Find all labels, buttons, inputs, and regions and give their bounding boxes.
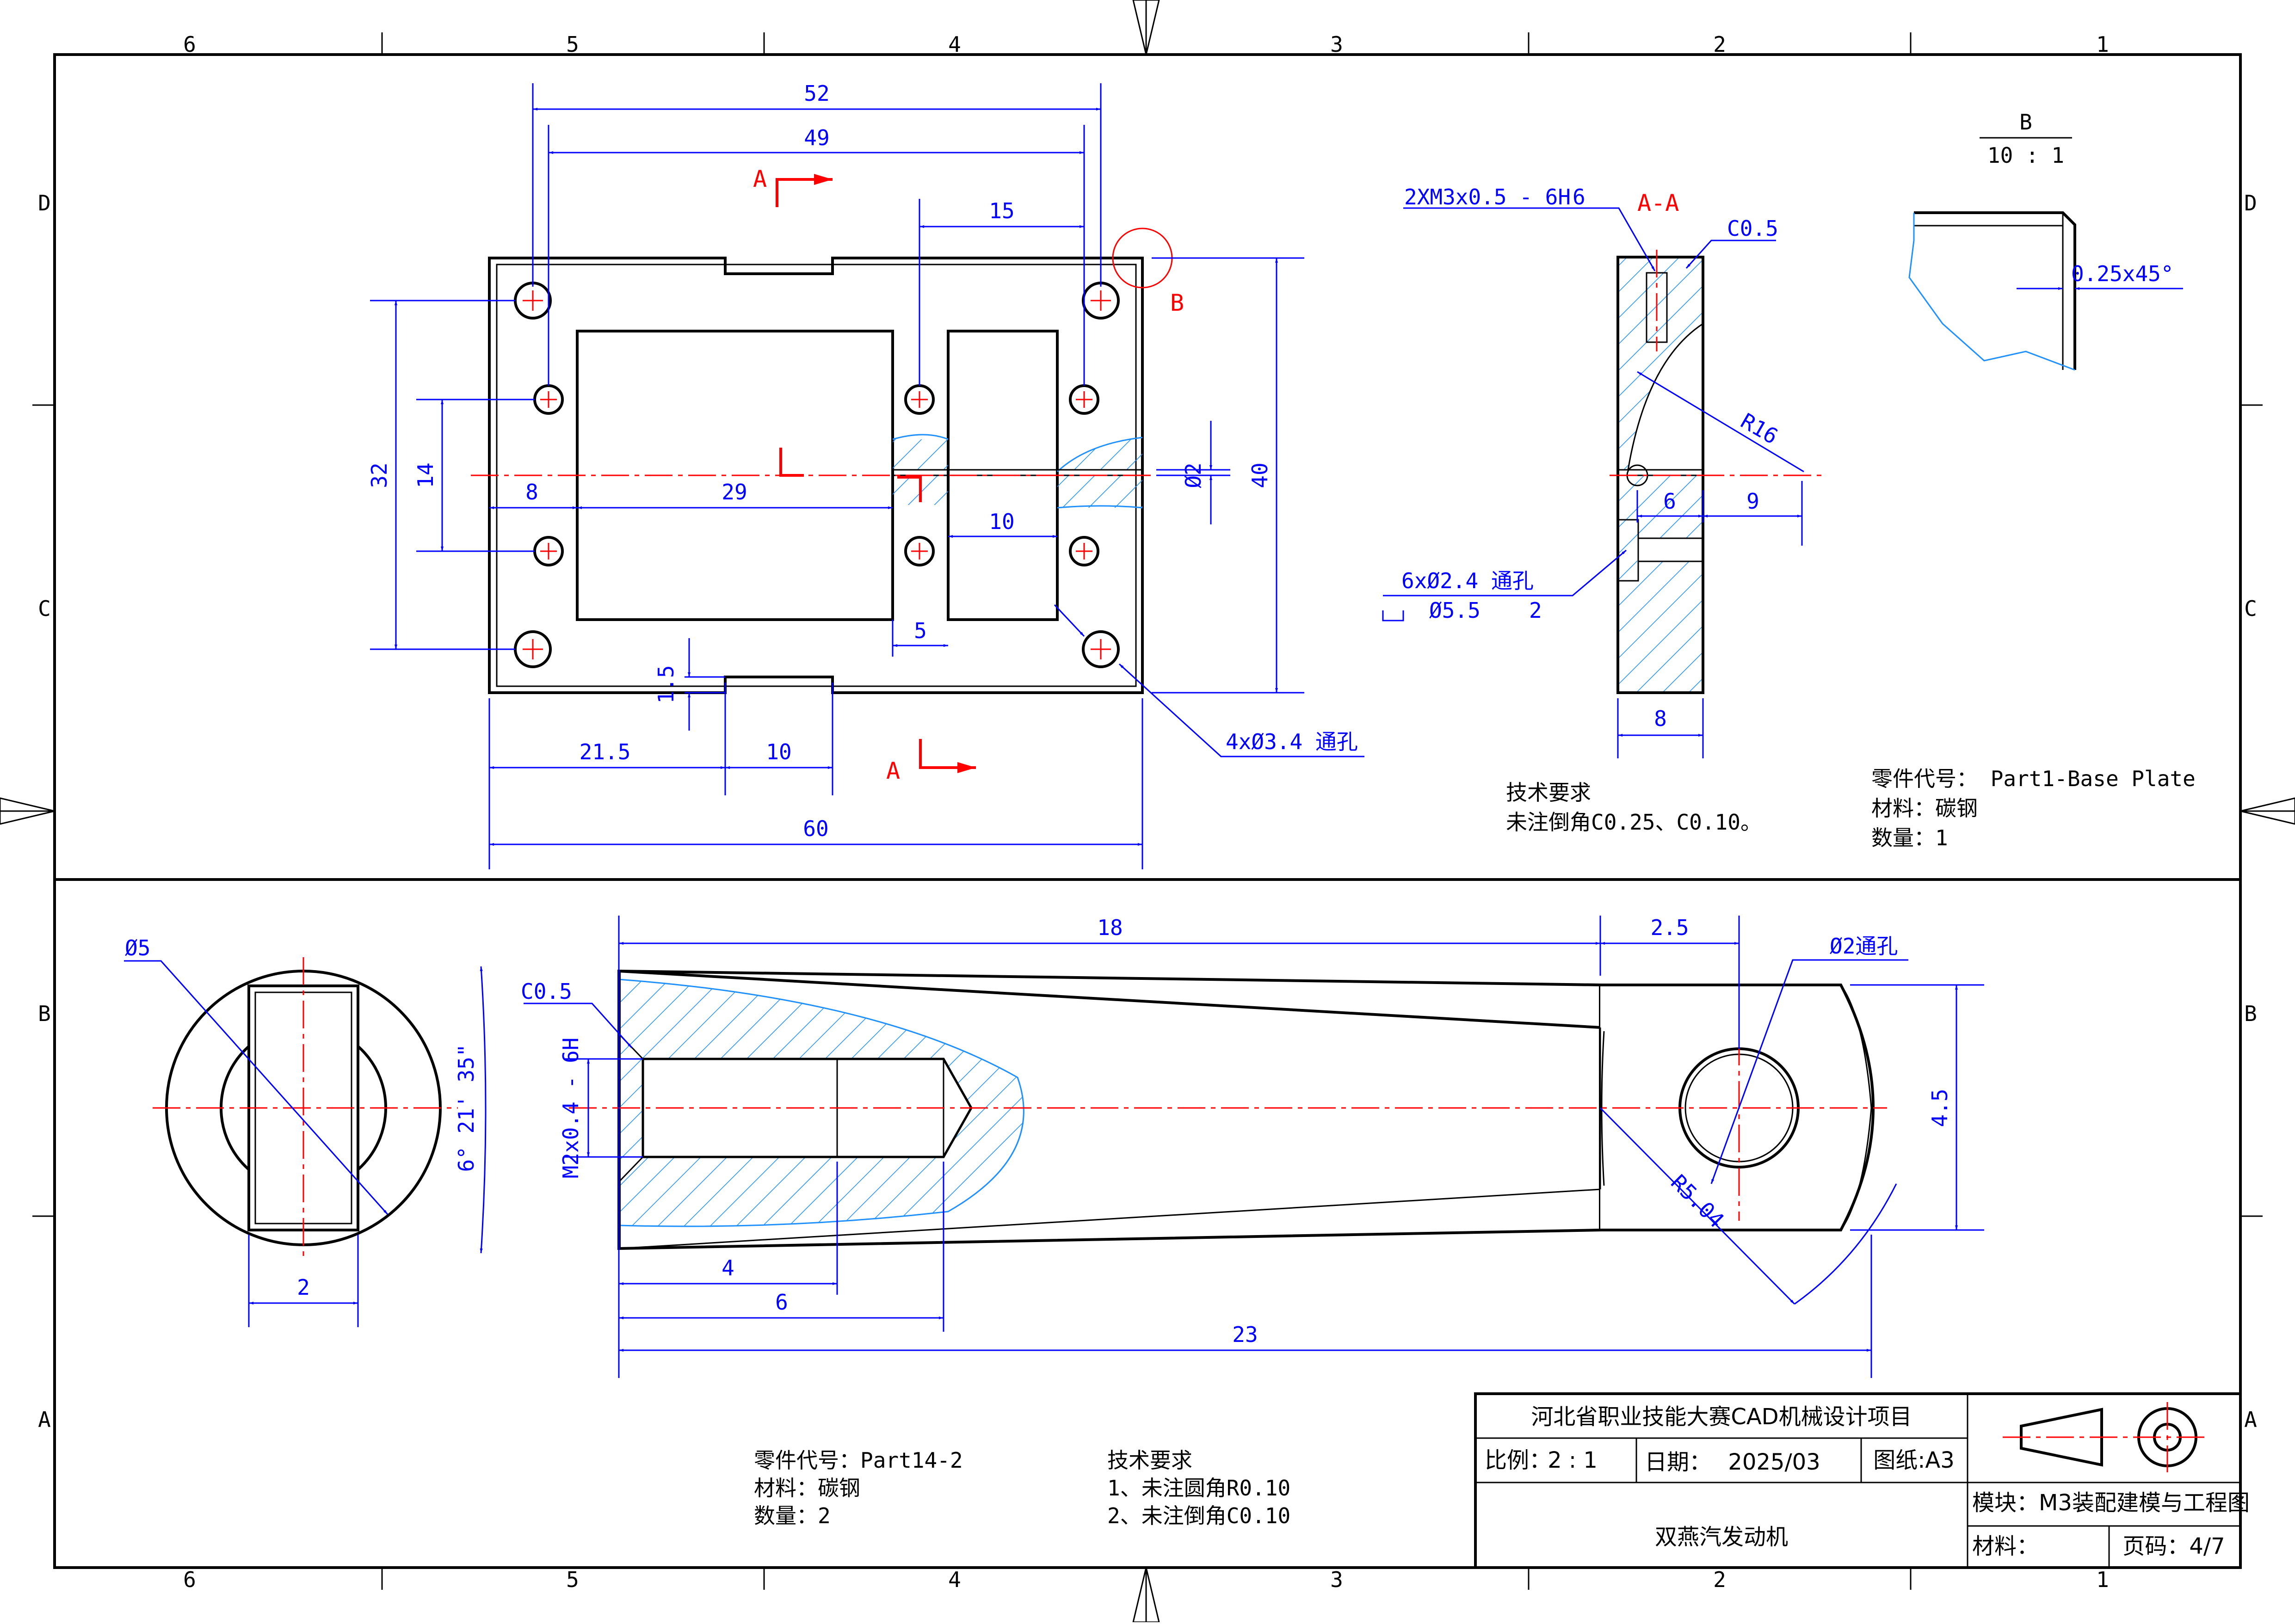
tech-line2-bottom: 2、未注倒角C0.10 xyxy=(1107,1503,1290,1528)
section-mark-a-top: A xyxy=(753,166,767,192)
callout-holes: 4xØ3.4 通孔 xyxy=(1226,729,1358,754)
dim-thread-m2: M2x0.4 - 6H xyxy=(558,1038,583,1179)
zone-col: 2 xyxy=(1713,1567,1726,1592)
detail-scale: 10 : 1 xyxy=(1987,143,2064,168)
dim-6: 6 xyxy=(1663,489,1676,514)
dim-4: 4 xyxy=(722,1255,734,1280)
zone-col: 3 xyxy=(1330,32,1343,57)
thread-callout: 2XM3x0.5 - 6H xyxy=(1404,185,1571,209)
part-code-bottom: 零件代号：Part14-2 xyxy=(754,1448,963,1473)
material-bottom: 材料：碳钢 xyxy=(754,1476,860,1501)
zone-col: 6 xyxy=(183,1567,196,1592)
link-end-view: Ø5 2 xyxy=(124,935,458,1327)
dim-5: 5 xyxy=(914,618,927,643)
detail-title: B xyxy=(2019,110,2032,135)
zone-row: C xyxy=(2244,596,2257,621)
tb-drawing-name: 双燕汽发动机 xyxy=(1655,1524,1788,1550)
section-title: A-A xyxy=(1637,190,1679,216)
tb-page: 页码：4/7 xyxy=(2122,1533,2225,1559)
dim-6-depth: 6 xyxy=(775,1290,788,1315)
zone-row: A xyxy=(38,1407,51,1432)
dim-49: 49 xyxy=(804,125,829,150)
tb-scale-label: 比例： xyxy=(1485,1447,1551,1473)
chamfer-c05: C0.5 xyxy=(1727,216,1778,241)
radius-r16: R16 xyxy=(1737,408,1783,449)
dim-2-5: 2.5 xyxy=(1650,915,1689,940)
thread-depth: 6 xyxy=(1573,185,1586,209)
zone-col: 1 xyxy=(2096,1567,2109,1592)
zone-col: 4 xyxy=(948,32,961,57)
material-top: 材料：碳钢 xyxy=(1871,796,1978,821)
section-mark-a-bottom: A xyxy=(886,757,900,784)
tech-line-top: 未注倒角C0.25、C0.10。 xyxy=(1506,810,1762,835)
tb-material: 材料： xyxy=(1972,1533,2039,1559)
part-code-top: 零件代号： Part1-Base Plate xyxy=(1871,766,2196,791)
holes-callout-depth: 2 xyxy=(1529,598,1542,623)
dim-4-5: 4.5 xyxy=(1927,1089,1952,1127)
dim-23: 23 xyxy=(1232,1322,1258,1347)
bottom-notes: 零件代号：Part14-2 材料：碳钢 数量：2 技术要求 1、未注圆角R0.1… xyxy=(754,1448,1290,1528)
dim-8: 8 xyxy=(525,480,538,504)
tb-project: 河北省职业技能大赛CAD机械设计项目 xyxy=(1531,1404,1912,1430)
dim-angle: 6° 21' 35" xyxy=(454,1044,479,1172)
zone-row: C xyxy=(38,596,51,621)
zone-col: 1 xyxy=(2096,32,2109,57)
dim-10-notch: 10 xyxy=(766,739,791,764)
zone-col: 4 xyxy=(948,1567,961,1592)
dim-10-slot: 10 xyxy=(989,509,1014,534)
tb-date-label: 日期： xyxy=(1645,1449,1711,1475)
dim-40: 40 xyxy=(1247,462,1272,488)
dim-phi5: Ø5 xyxy=(125,935,150,960)
tech-title-top: 技术要求 xyxy=(1506,780,1591,805)
dim-2: 2 xyxy=(297,1275,310,1300)
dim-8-thickness: 8 xyxy=(1654,706,1667,731)
dim-32: 32 xyxy=(367,462,392,488)
zone-col: 5 xyxy=(566,1567,579,1592)
dim-phi2-through: Ø2通孔 xyxy=(1830,934,1898,959)
title-block: 河北省职业技能大赛CAD机械设计项目 比例： 2 : 1 日期： 2025/03… xyxy=(1474,1392,2250,1569)
detail-mark-b: B xyxy=(1170,289,1184,316)
zone-row: B xyxy=(2244,1001,2257,1026)
zone-labels: 6 5 4 3 2 1 6 5 4 3 2 1 D C B A D C B A xyxy=(38,32,2257,1592)
dim-14: 14 xyxy=(413,462,438,488)
tech-title-bottom: 技术要求 xyxy=(1107,1448,1192,1473)
link-side-view: 18 2.5 Ø2通孔 4.5 R5.04 C0.5 6° 21' 35" M2… xyxy=(454,915,1984,1378)
zone-col: 2 xyxy=(1713,32,1726,57)
dim-c05: C0.5 xyxy=(521,979,572,1004)
dim-1-5: 1.5 xyxy=(654,665,679,703)
zone-row: D xyxy=(38,191,51,215)
base-plate-front-view: A A B xyxy=(367,81,1364,869)
zone-row: D xyxy=(2244,191,2257,215)
zone-col: 3 xyxy=(1330,1567,1343,1592)
dim-18: 18 xyxy=(1097,915,1123,940)
tb-date-value: 2025/03 xyxy=(1728,1449,1820,1475)
dim-60: 60 xyxy=(803,816,828,841)
tech-line1-bottom: 1、未注圆角R0.10 xyxy=(1107,1476,1290,1501)
holes-callout-line1: 6xØ2.4 通孔 xyxy=(1401,568,1534,593)
dim-9: 9 xyxy=(1746,489,1759,514)
dim-21-5: 21.5 xyxy=(580,739,631,764)
dim-15: 15 xyxy=(989,198,1014,223)
holes-callout-line2: Ø5.5 xyxy=(1429,598,1481,623)
tb-scale-value: 2 : 1 xyxy=(1548,1447,1598,1473)
projection-symbol-icon xyxy=(2003,1402,2209,1472)
zone-row: A xyxy=(2244,1407,2257,1432)
dim-phi2: Ø2 xyxy=(1181,462,1206,488)
dim-29: 29 xyxy=(722,480,747,504)
section-view-a-a: A-A 2XM3x0.5 - 6H 6 C0.5 R16 6 9 8 6xØ2.… xyxy=(1382,185,1822,758)
top-notes: 技术要求 未注倒角C0.25、C0.10。 零件代号： Part1-Base P… xyxy=(1506,766,2196,850)
qty-bottom: 数量：2 xyxy=(754,1503,831,1528)
detail-view-b: B 10 : 1 0.25x45° xyxy=(1908,110,2183,371)
detail-chamfer: 0.25x45° xyxy=(2071,261,2174,286)
qty-top: 数量：1 xyxy=(1871,825,1948,850)
zone-row: B xyxy=(38,1001,51,1026)
zone-col: 5 xyxy=(566,32,579,57)
tb-module: 模块：M3装配建模与工程图 xyxy=(1972,1490,2250,1516)
tb-paper: 图纸:A3 xyxy=(1873,1447,1955,1473)
dim-52: 52 xyxy=(804,81,829,106)
zone-col: 6 xyxy=(183,32,196,57)
